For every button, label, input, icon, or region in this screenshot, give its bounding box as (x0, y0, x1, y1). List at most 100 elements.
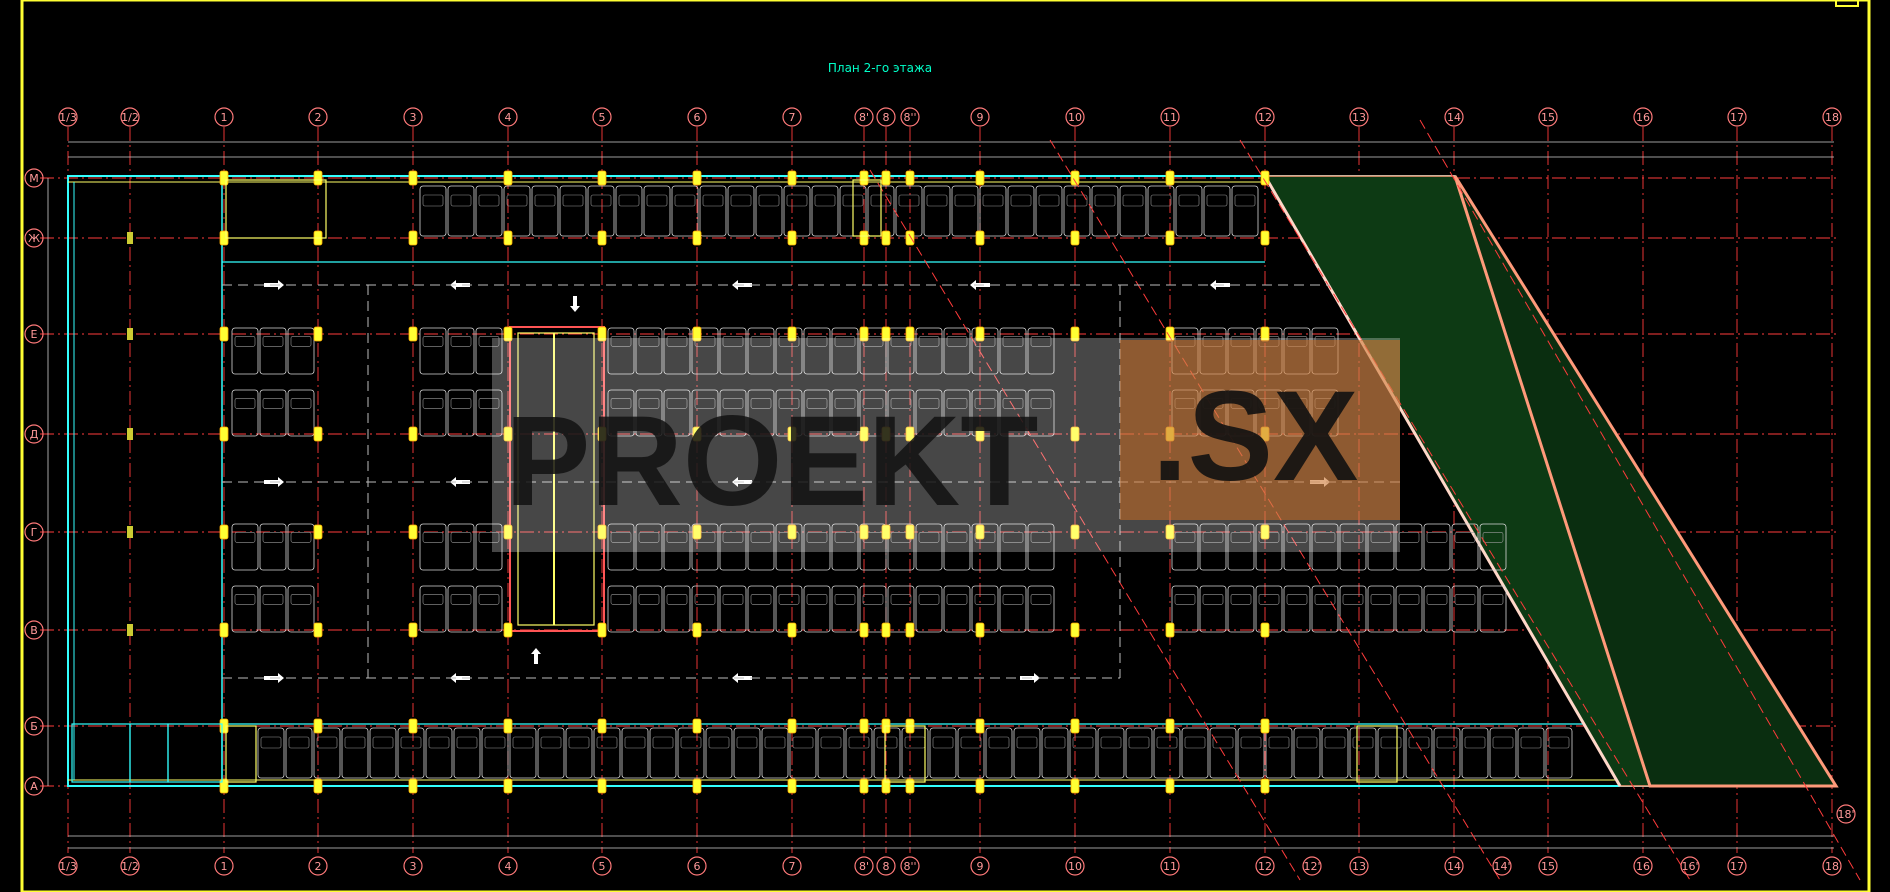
parking-stall (287, 585, 315, 633)
parking-stall (1265, 727, 1293, 779)
car-outline (1286, 531, 1308, 543)
axis-label-bottom: 2 (315, 860, 322, 873)
car-outline (1436, 736, 1458, 749)
parking-stall (873, 727, 901, 779)
axis-label-top: 4 (505, 111, 512, 124)
axis-label-bottom: 8 (883, 860, 890, 873)
column-marker (881, 426, 891, 442)
car-outline (646, 194, 668, 207)
car-outline (1038, 194, 1060, 207)
car-outline (1206, 194, 1228, 207)
axis-bubble-bottom (1444, 856, 1464, 876)
car-outline (610, 397, 632, 409)
car-outline (834, 335, 856, 347)
column-marker (408, 230, 418, 246)
parking-stall (1199, 585, 1227, 633)
car-outline (1202, 593, 1224, 605)
car-outline (1150, 194, 1172, 207)
column-marker (905, 230, 915, 246)
axis-bubble-top (1255, 107, 1275, 127)
parking-stall (775, 523, 803, 571)
parking-stall (1311, 585, 1339, 633)
axis-label-top: 13 (1352, 111, 1366, 124)
axis-bubble-extra (1836, 804, 1856, 824)
column-marker (787, 778, 797, 794)
axis-bubble-bottom (1255, 856, 1275, 876)
parking-stall (1153, 727, 1181, 779)
axis-bubble-row (24, 324, 44, 344)
parking-stall (923, 185, 951, 237)
car-outline (974, 593, 996, 605)
column-marker (787, 326, 797, 342)
parking-stall (1293, 727, 1321, 779)
parking-stall (803, 523, 831, 571)
parking-stall (1097, 727, 1125, 779)
car-outline (758, 194, 780, 207)
parking-stall (1461, 727, 1489, 779)
parking-stall (1175, 185, 1203, 237)
parking-stall (1367, 523, 1395, 571)
column-marker (408, 718, 418, 734)
parking-stall (803, 327, 831, 375)
parking-stall (1171, 585, 1199, 633)
axis-bubble-bottom (58, 856, 78, 876)
axis-label-top: 2 (315, 111, 322, 124)
car-outline (422, 194, 444, 207)
parking-stall (691, 327, 719, 375)
car-outline (666, 593, 688, 605)
column-marker (1260, 230, 1270, 246)
car-outline (1286, 593, 1308, 605)
axis-label-row: В (30, 624, 38, 637)
parking-stall (1231, 185, 1259, 237)
parking-stall (677, 727, 705, 779)
parking-stall (859, 389, 887, 437)
parking-stall (803, 585, 831, 633)
column-marker (1070, 170, 1080, 186)
parking-stall (447, 523, 475, 571)
parking-stall (999, 389, 1027, 437)
parking-stall (503, 185, 531, 237)
car-outline (1122, 194, 1144, 207)
parking-stall (971, 327, 999, 375)
car-outline (862, 397, 884, 409)
axis-bubble-bottom (900, 856, 920, 876)
axis-label-top: 12 (1258, 111, 1272, 124)
column-marker (313, 718, 323, 734)
column-marker (313, 524, 323, 540)
axis-bubble-top (782, 107, 802, 127)
car-outline (792, 736, 814, 749)
parking-stall (1321, 727, 1349, 779)
car-outline (1268, 736, 1290, 749)
parking-stall (887, 523, 915, 571)
column-marker (787, 170, 797, 186)
car-outline (450, 593, 472, 605)
parking-stall (719, 327, 747, 375)
car-outline (1002, 335, 1024, 347)
car-outline (450, 335, 472, 347)
parking-stall (1027, 585, 1055, 633)
car-outline (834, 531, 856, 543)
column-marker (881, 326, 891, 342)
parking-stall (475, 585, 503, 633)
parking-stall (979, 185, 1007, 237)
parking-stall (663, 523, 691, 571)
diagonal-reference-lines (869, 119, 1861, 881)
car-outline (1016, 736, 1038, 749)
car-outline (1408, 736, 1430, 749)
axis-bubble-bottom (1822, 856, 1842, 876)
car-outline (316, 736, 338, 749)
axis-bubble-top (1822, 107, 1842, 127)
axis-label-top: 10 (1068, 111, 1082, 124)
column-marker (1260, 524, 1270, 540)
axis-bubble-bottom (308, 856, 328, 876)
parking-stall (1035, 185, 1063, 237)
parking-stall (615, 185, 643, 237)
parking-stall (733, 727, 761, 779)
car-outline (974, 335, 996, 347)
axis-label-bottom: 12' (1303, 860, 1320, 873)
column-marker (1070, 426, 1080, 442)
axis-label-bottom: 4 (505, 860, 512, 873)
car-outline (262, 397, 284, 409)
car-outline (1342, 531, 1364, 543)
car-outline (926, 194, 948, 207)
